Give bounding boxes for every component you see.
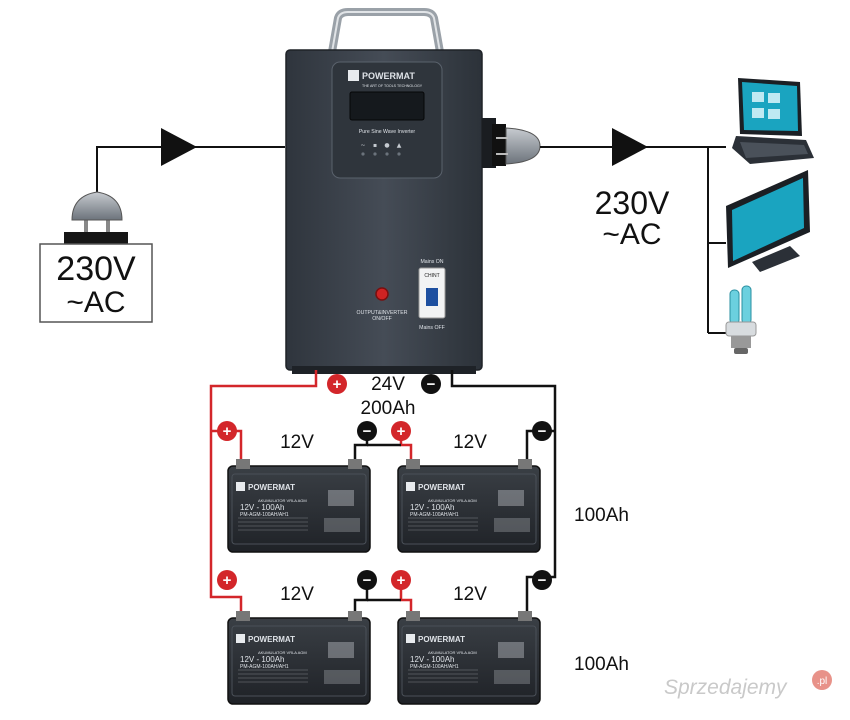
svg-text:12V - 100Ah: 12V - 100Ah [410, 655, 454, 664]
status-leds [361, 152, 401, 156]
breaker-brand: CHINT [424, 273, 439, 279]
svg-text:PM-AGM-100AH/AH1: PM-AGM-100AH/AH1 [240, 512, 289, 518]
input-wire [96, 146, 285, 215]
output-voltage: 230V [595, 185, 670, 221]
svg-text:POWERMAT: POWERMAT [418, 635, 465, 644]
svg-text:AKUMULATOR VRLA AGM: AKUMULATOR VRLA AGM [258, 650, 307, 655]
battery-voltage-label: 12V [453, 584, 487, 605]
lcd-display [349, 91, 425, 121]
inverter-brand: POWERMAT [362, 71, 415, 81]
svg-text:~: ~ [360, 142, 365, 149]
minus-badge: − [532, 570, 552, 590]
polarity-badges: + − + − + − + − + − [217, 374, 552, 590]
battery: POWERMAT AKUMULATOR VRLA AGM 12V - 100Ah… [397, 610, 541, 705]
negative-wire [450, 370, 557, 612]
row-capacity-top: 100Ah [574, 505, 629, 526]
laptop-icon [732, 78, 814, 164]
svg-text:▪: ▪ [373, 142, 377, 149]
svg-text:+: + [223, 423, 232, 440]
minus-badge: − [421, 374, 441, 394]
svg-text:AKUMULATOR VRLA AGM: AKUMULATOR VRLA AGM [428, 650, 477, 655]
inverter-model: Pure Sine Wave Inverter [359, 129, 416, 135]
battery-voltage-label: 12V [280, 584, 314, 605]
battery: POWERMAT AKUMULATOR VRLA AGM 12V - 100Ah… [227, 458, 371, 553]
svg-text:PM-AGM-100AH/AH1: PM-AGM-100AH/AH1 [410, 512, 459, 518]
output-plug-icon [492, 124, 541, 166]
input-arrow [161, 128, 197, 166]
svg-text:POWERMAT: POWERMAT [248, 483, 295, 492]
svg-text:▲: ▲ [397, 142, 402, 149]
minus-badge: − [532, 421, 552, 441]
inverter-tagline: THE ART OF TOOLS TECHNOLOGY [362, 84, 423, 88]
row-capacity-bottom: 100Ah [574, 654, 629, 675]
svg-text:−: − [363, 572, 372, 589]
plus-badge: + [217, 570, 237, 590]
input-plug-icon [64, 191, 128, 244]
bank-voltage: 24V [371, 374, 405, 395]
mains-off-label: Mains OFF [419, 325, 445, 331]
svg-text:+: + [397, 572, 406, 589]
status-led-icons: ~ ▪ ● ▲ [360, 142, 401, 149]
svg-text:PM-AGM-100AH/AH1: PM-AGM-100AH/AH1 [410, 664, 459, 670]
svg-text:12V - 100Ah: 12V - 100Ah [240, 655, 284, 664]
plus-badge: + [391, 570, 411, 590]
inverter-handle [328, 8, 444, 53]
bank-capacity: 200Ah [361, 398, 416, 419]
svg-text:12V - 100Ah: 12V - 100Ah [240, 503, 284, 512]
svg-text:−: − [538, 572, 547, 589]
minus-badge: − [357, 570, 377, 590]
svg-text:AKUMULATOR VRLA AGM: AKUMULATOR VRLA AGM [258, 498, 307, 503]
svg-text:●: ● [384, 142, 389, 149]
plus-badge: + [217, 421, 237, 441]
svg-text:+: + [333, 376, 342, 393]
watermark-badge: .pl [817, 676, 828, 687]
input-voltage-box [39, 243, 153, 323]
plus-badge: + [327, 374, 347, 394]
svg-text:POWERMAT: POWERMAT [418, 483, 465, 492]
battery-voltage-label: 12V [280, 432, 314, 453]
svg-text:−: − [363, 423, 372, 440]
inverter: POWERMAT THE ART OF TOOLS TECHNOLOGY Pur… [285, 8, 496, 374]
positive-wire [209, 370, 318, 612]
battery: POWERMAT AKUMULATOR VRLA AGM 12V - 100Ah… [227, 610, 371, 705]
plus-badge: + [391, 421, 411, 441]
minus-badge: − [357, 421, 377, 441]
breaker-lever[interactable] [426, 288, 438, 306]
svg-text:12V - 100Ah: 12V - 100Ah [410, 503, 454, 512]
svg-text:AKUMULATOR VRLA AGM: AKUMULATOR VRLA AGM [428, 498, 477, 503]
battery-voltage-label: 12V [453, 432, 487, 453]
monitor-icon [726, 170, 810, 272]
output-type: ~AC [602, 218, 661, 251]
svg-text:−: − [538, 423, 547, 440]
watermark-badge-icon [812, 670, 832, 690]
battery: POWERMAT AKUMULATOR VRLA AGM 12V - 100Ah… [397, 458, 541, 553]
switch-label-2: ON/OFF [372, 316, 392, 322]
switch-label-1: OUTPUT&INVERTER [357, 310, 408, 316]
cfl-bulb-icon [725, 285, 757, 354]
output-arrow [612, 128, 648, 166]
svg-text:+: + [223, 572, 232, 589]
input-type: ~AC [66, 286, 125, 319]
svg-text:PM-AGM-100AH/AH1: PM-AGM-100AH/AH1 [240, 664, 289, 670]
svg-text:POWERMAT: POWERMAT [248, 635, 295, 644]
mains-on-label: Mains ON [420, 259, 443, 265]
svg-text:−: − [427, 376, 436, 393]
power-button[interactable] [375, 287, 389, 301]
watermark: Sprzedajemy [664, 676, 788, 699]
logo-mark [348, 70, 359, 81]
input-voltage: 230V [56, 250, 136, 288]
svg-text:+: + [397, 423, 406, 440]
